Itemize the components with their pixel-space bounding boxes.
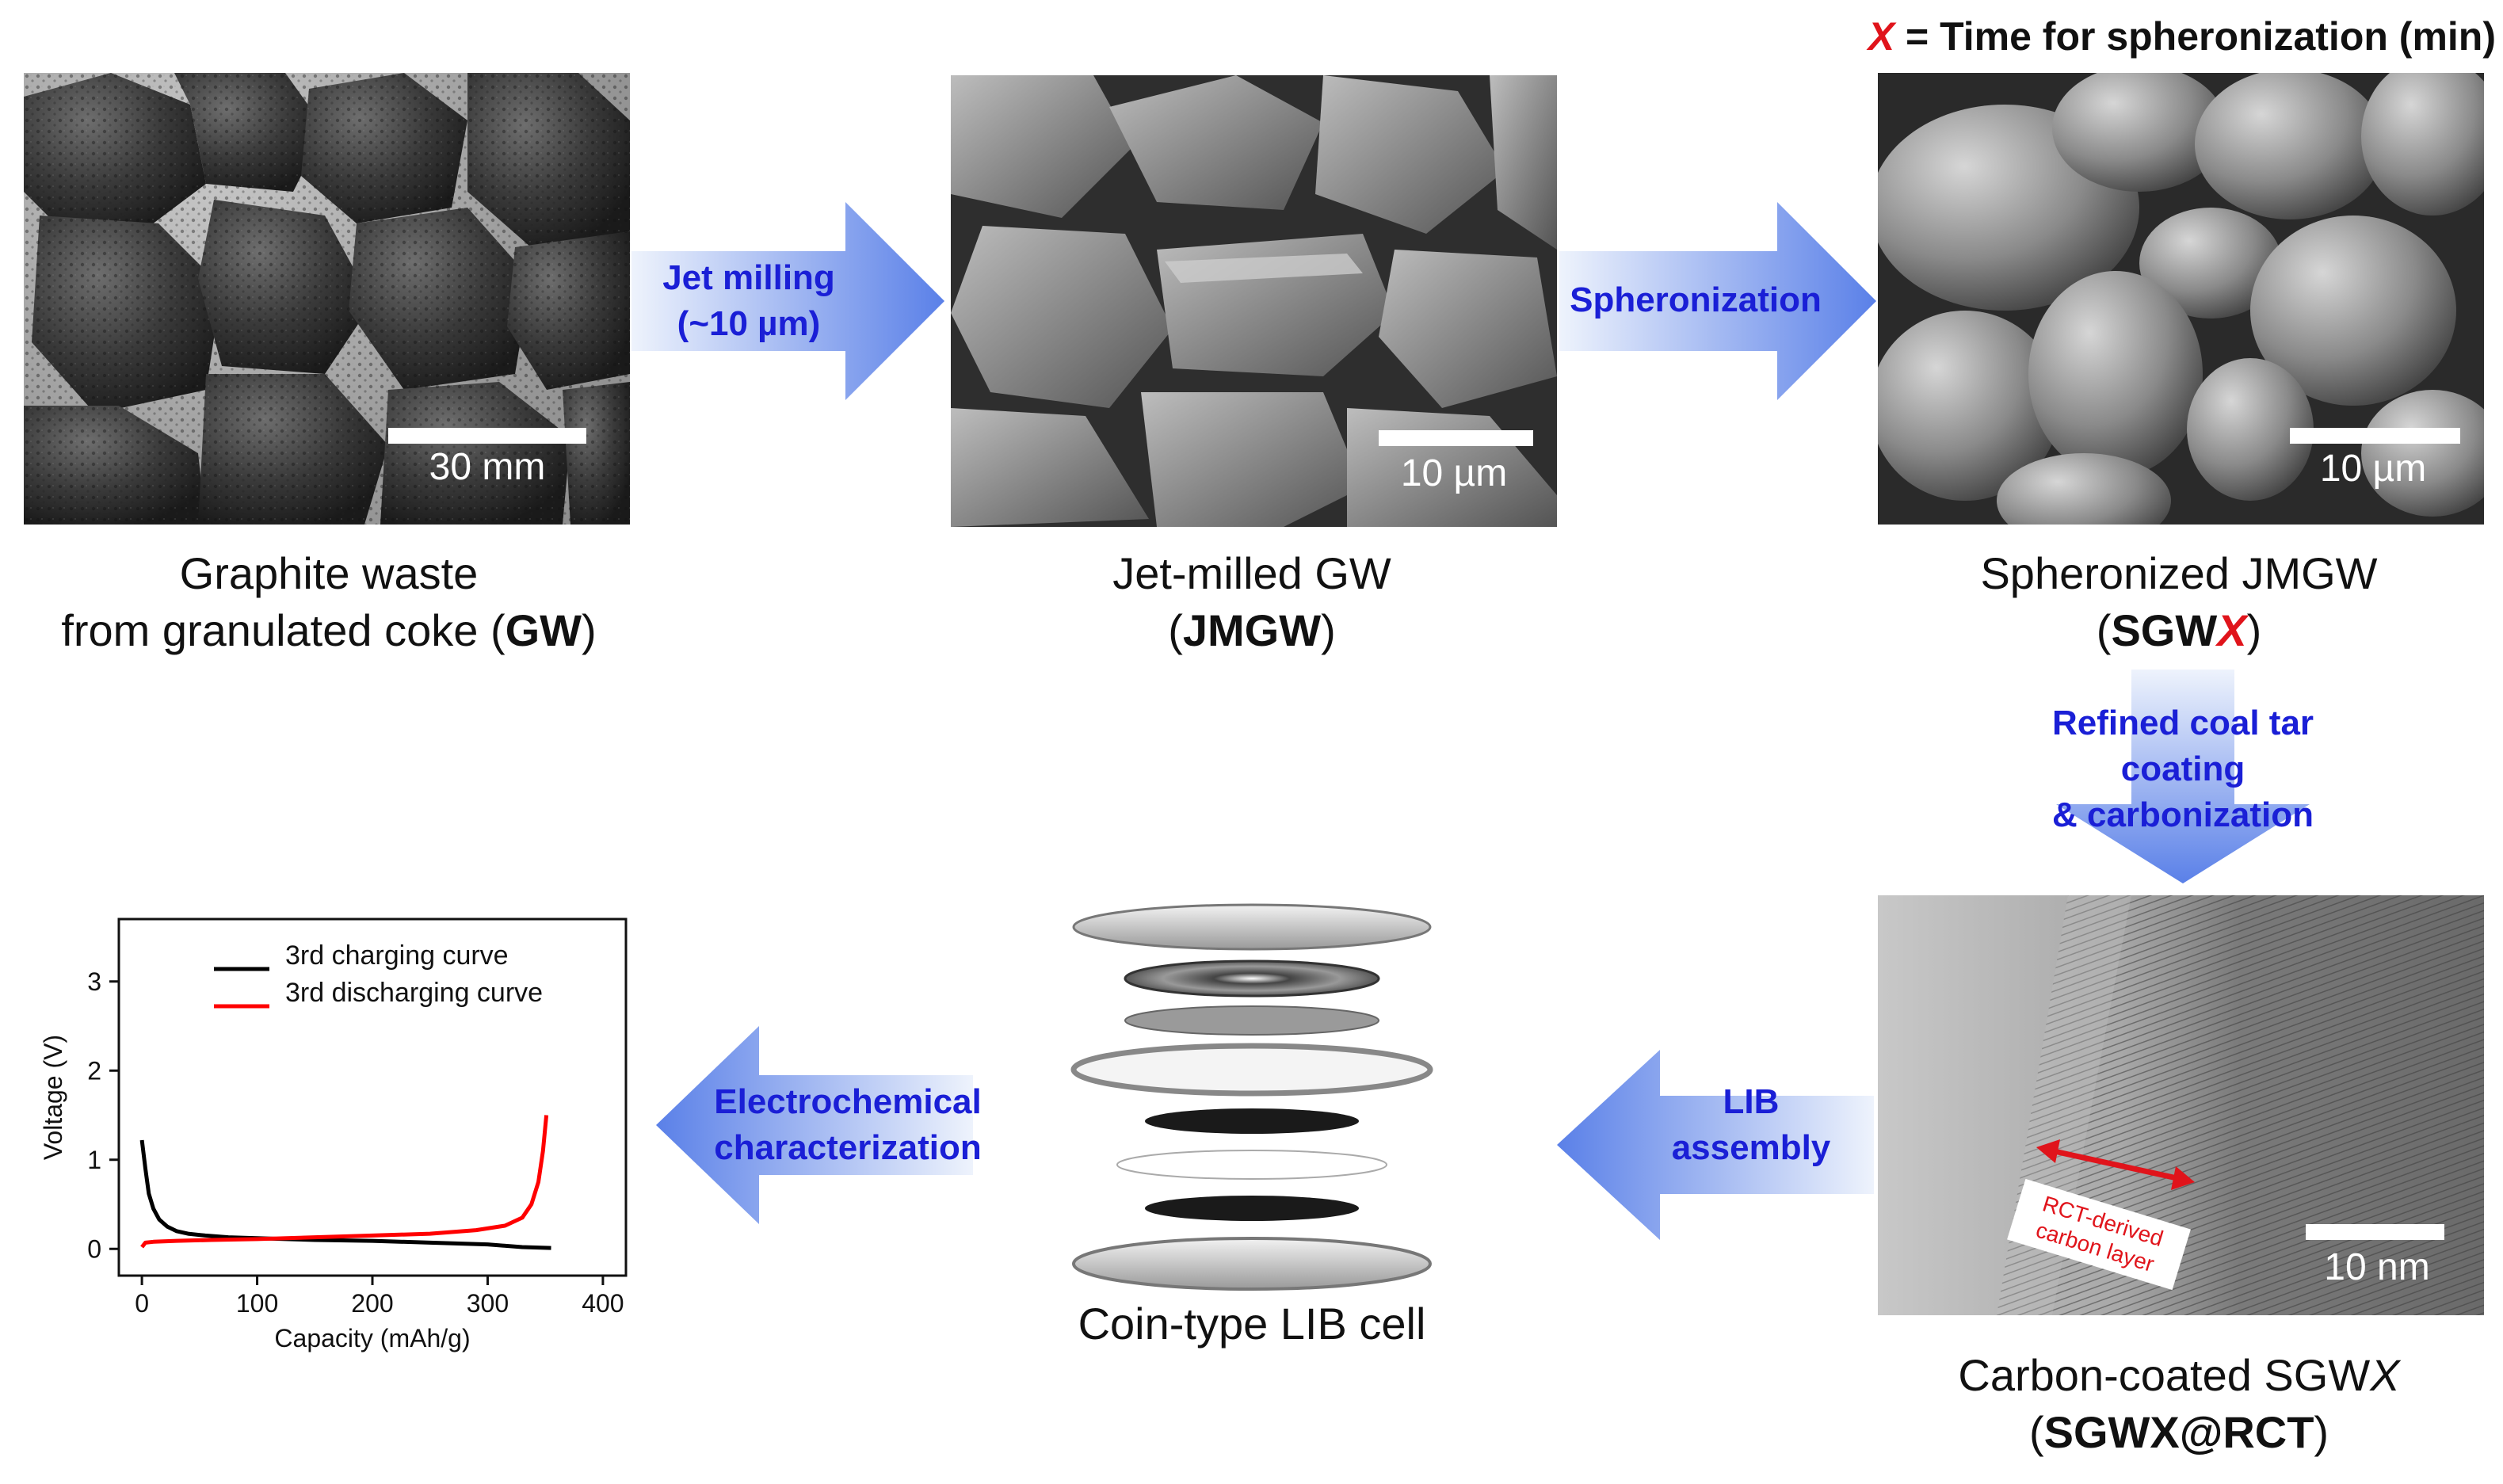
rct-caption: Carbon-coated SGWX (SGWX@RCT): [1862, 1347, 2496, 1461]
coin-cell-case-disc: [1072, 1237, 1432, 1291]
graphite-waste-photo: 30 mm: [24, 73, 630, 525]
rct-abbr: SGWX@RCT: [2043, 1407, 2314, 1457]
x-axis-label: Capacity (mAh/g): [274, 1324, 470, 1352]
spheronization-label: Spheronization: [1570, 280, 1822, 319]
scale-label: 10 µm: [1400, 452, 1508, 494]
coin-cell-spacer-disc: [1124, 1005, 1379, 1036]
electrochem-arrow: [656, 1026, 973, 1224]
y-tick-label: 1: [87, 1146, 101, 1174]
rct-caption-line2: (SGWX@RCT): [2028, 1407, 2329, 1457]
y-tick-label: 2: [87, 1056, 101, 1085]
scale-label: 10 nm: [2324, 1246, 2430, 1288]
electrochem-label: Electrochemical characterization: [714, 1082, 982, 1167]
x-tick-label: 200: [351, 1289, 393, 1318]
layer-thickness-arrow: [2036, 1139, 2195, 1190]
spheronization-arrow: [1559, 202, 1876, 400]
jet-milling-arrow: [631, 202, 944, 400]
coin-cell-separator-disc: [1116, 1150, 1387, 1180]
coating-label: Refined coal tar coating & carbonization: [2051, 704, 2314, 834]
x-tick-label: 100: [236, 1289, 278, 1318]
x-definition-text: = Time for spheronization (min): [1894, 14, 2496, 59]
x-definition: X = Time for spheronization (min): [1743, 11, 2496, 62]
lib-assembly-label: LIB assembly: [1671, 1082, 1831, 1167]
scale-label: 30 mm: [429, 446, 546, 488]
charging-curve: [139, 1139, 551, 1250]
jmgw-caption-line2: (JMGW): [1168, 605, 1336, 655]
x-tick-label: 0: [135, 1289, 149, 1318]
jmgw-caption-line1: Jet-milled GW: [1112, 548, 1391, 598]
tem-image: RCT-derived carbon layer 10 nm: [1878, 895, 2484, 1315]
sgwx-caption: Spheronized JMGW (SGWX): [1862, 545, 2496, 659]
coke-lumps-illustration: [24, 73, 630, 525]
y-tick-label: 3: [87, 967, 101, 996]
coin-cell-gasket-ring: [1070, 1043, 1433, 1097]
x-tick-label: 300: [467, 1289, 509, 1318]
x-symbol: X: [1868, 14, 1895, 59]
gw-abbr: GW: [505, 605, 582, 655]
sgwx-caption-line2: (SGWX): [2096, 605, 2262, 655]
gw-caption: Graphite waste from granulated coke (GW): [0, 545, 658, 659]
scale-bar: [388, 428, 586, 444]
scale-bar: [2306, 1224, 2444, 1240]
discharging-curve: [140, 1115, 549, 1249]
sgwx-sem-image: 10 µm: [1878, 73, 2484, 525]
y-axis-label: Voltage (V): [39, 1035, 67, 1160]
spherical-particles-illustration: [1878, 73, 2484, 525]
coin-cell-electrode-disc: [1145, 1108, 1359, 1134]
y-tick-label: 0: [87, 1234, 101, 1263]
gw-caption-line2: from granulated coke (GW): [61, 605, 597, 655]
legend-charging-label: 3rd charging curve: [285, 940, 509, 971]
plot-frame: [117, 917, 628, 1277]
coating-arrow: [2056, 670, 2310, 883]
scale-label: 10 µm: [2319, 448, 2427, 490]
sgwx-caption-line1: Spheronized JMGW: [1980, 548, 2378, 598]
sgwx-abbr-x: X: [2217, 605, 2247, 655]
coin-cell-lithium-disc: [1145, 1196, 1359, 1221]
gw-caption-line1: Graphite waste: [179, 548, 479, 598]
scale-bar: [2290, 428, 2460, 444]
jet-milling-label: Jet milling (~10 µm): [662, 258, 835, 343]
coin-cell-cap-disc: [1072, 903, 1432, 951]
jmgw-caption: Jet-milled GW (JMGW): [935, 545, 1569, 659]
x-tick-label: 400: [582, 1289, 624, 1318]
legend-discharging-label: 3rd discharging curve: [285, 978, 544, 1008]
lib-assembly-arrow: [1557, 1050, 1874, 1240]
jmgw-sem-image: 10 µm: [951, 75, 1557, 527]
rct-caption-line1: Carbon-coated SGWX: [1958, 1350, 2400, 1400]
scale-bar: [1379, 430, 1533, 446]
jmgw-abbr: JMGW: [1182, 605, 1322, 655]
coin-cell-caption: Coin-type LIB cell: [1078, 1299, 1426, 1349]
sgwx-abbr: SGW: [2111, 605, 2218, 655]
coin-cell-spring-disc: [1124, 959, 1380, 998]
coin-cell-exploded-view: [1070, 903, 1433, 1291]
